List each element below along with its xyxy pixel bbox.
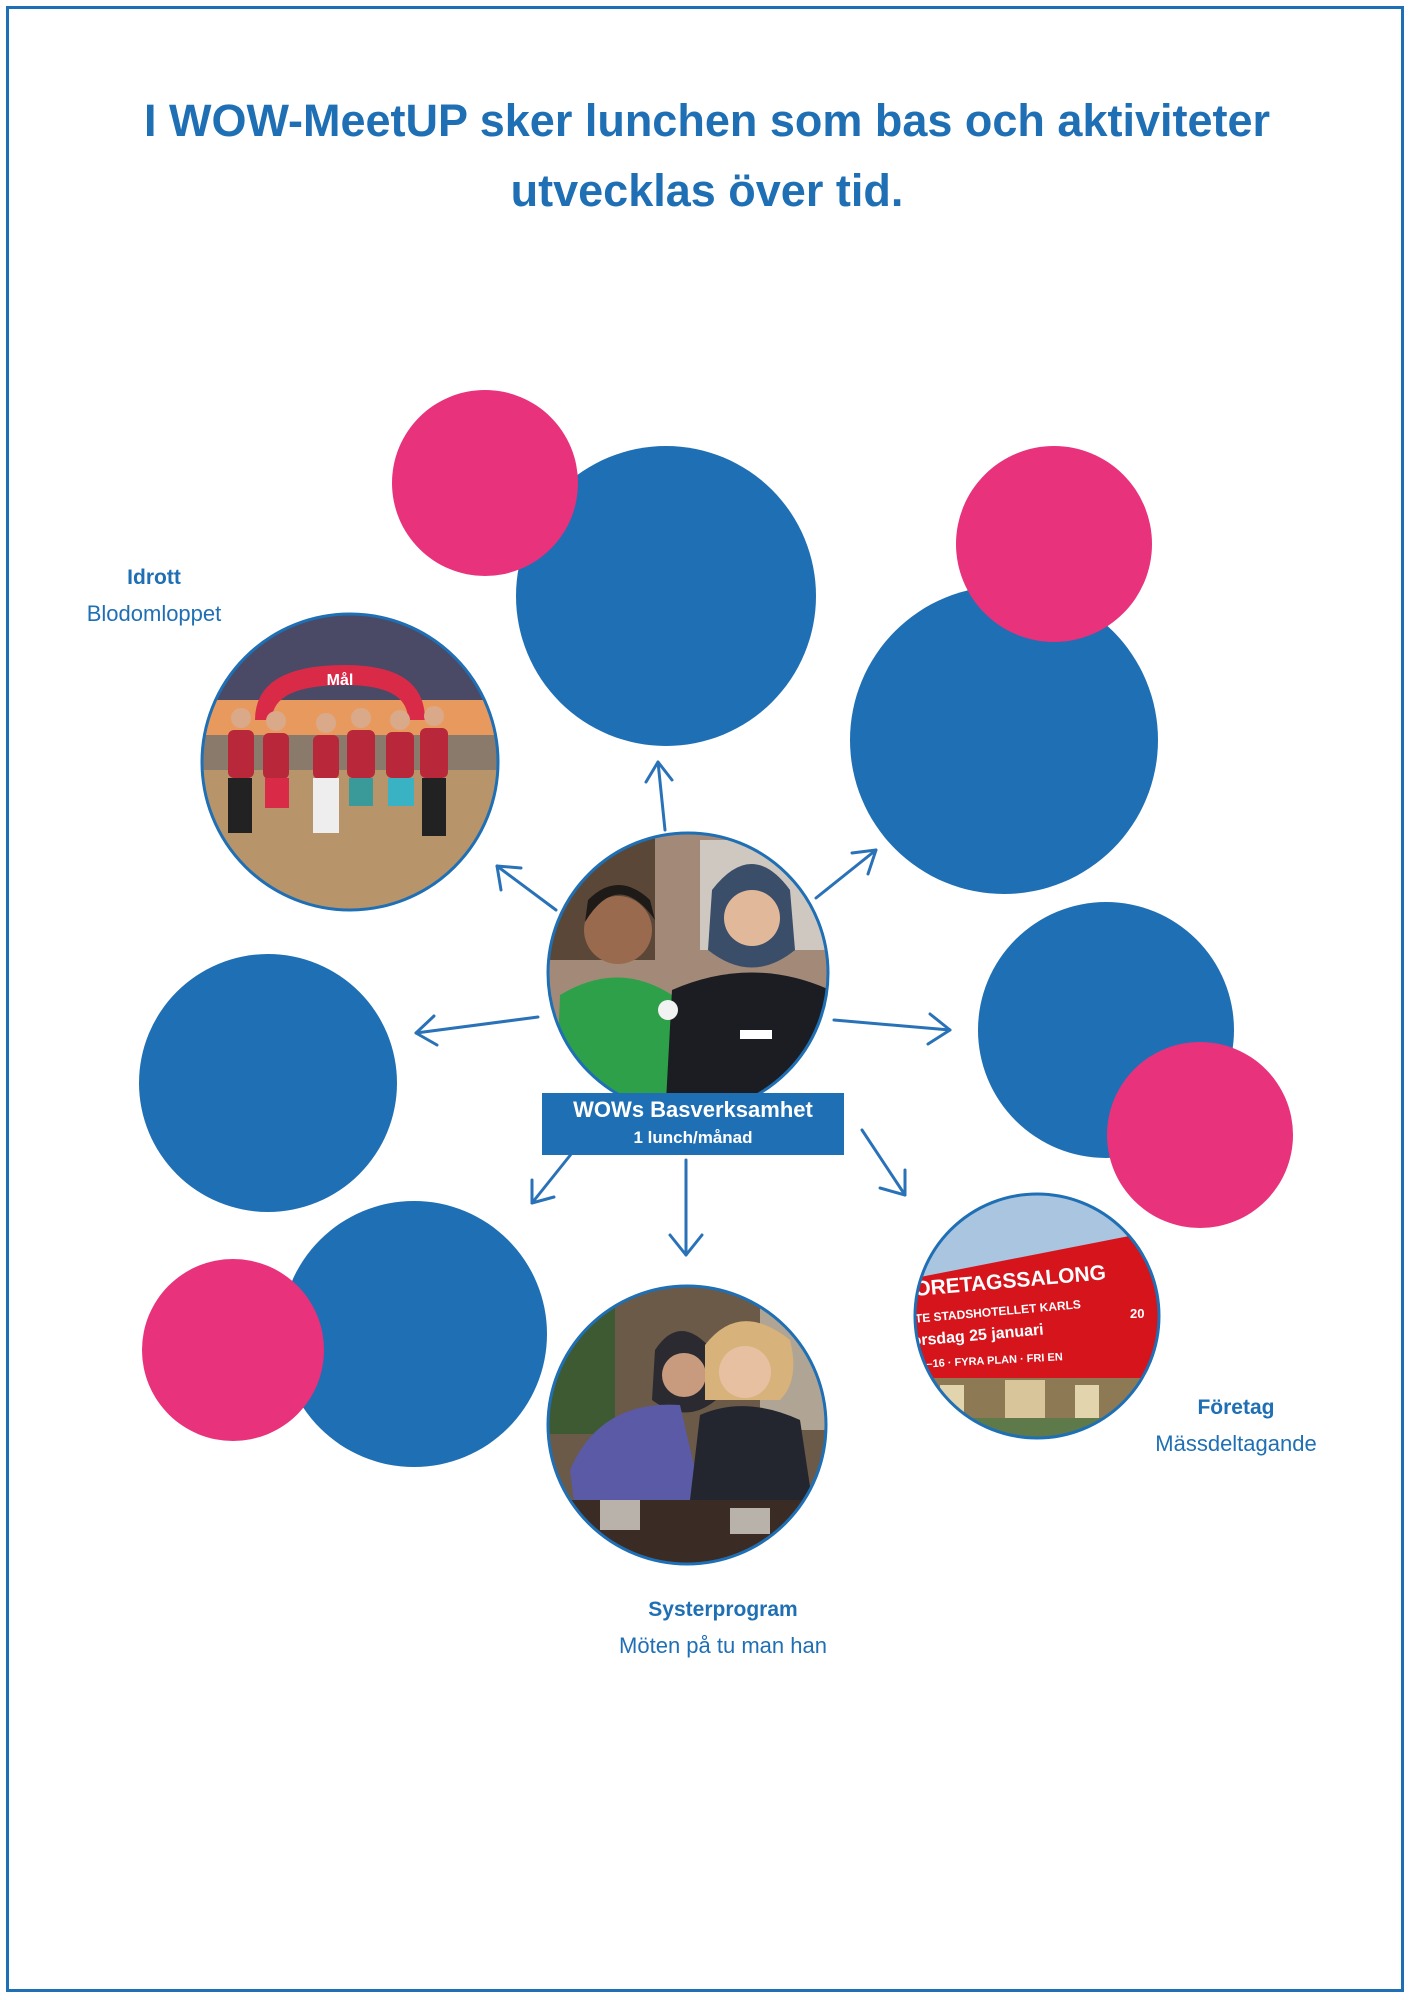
trade-fair-photo: ORETAGSSALONG ITE STADSHOTELLET KARLS 20… <box>913 1192 1161 1440</box>
label-idrott: Idrott Blodomloppet <box>4 560 304 632</box>
label-foretag: Företag Mässdeltagande <box>1086 1390 1386 1462</box>
arrow-left <box>414 1014 540 1047</box>
sports-race-photo: Mål <box>200 612 500 912</box>
arrow-down <box>668 1158 704 1257</box>
title-line-2: utvecklas över tid. <box>510 165 904 216</box>
lunch-group-photo <box>546 831 830 1115</box>
arrow-up-left <box>495 864 558 912</box>
blue-circle-left <box>139 954 397 1212</box>
center-label-box: WOWs Basverksamhet 1 lunch/månad <box>542 1093 844 1155</box>
arrow-right <box>832 1012 952 1046</box>
center-subheading: 1 lunch/månad <box>633 1128 753 1147</box>
label-systerprogram: Systerprogram Möten på tu man han <box>573 1592 873 1664</box>
label-idrott-sub: Blodomloppet <box>86 601 222 626</box>
label-systerprogram-heading: Systerprogram <box>648 1598 798 1621</box>
page-frame <box>6 6 1404 1992</box>
arrow-up-right <box>814 848 878 900</box>
pink-circle-right <box>1107 1042 1293 1228</box>
center-heading: WOWs Basverksamhet <box>573 1097 813 1122</box>
blue-circle-top-right <box>850 586 1158 894</box>
title-line-1: I WOW-MeetUP sker lunchen som bas och ak… <box>143 95 1271 146</box>
connector-arrows <box>414 760 952 1257</box>
label-foretag-sub: Mässdeltagande <box>1155 1431 1317 1456</box>
arrow-down-right <box>860 1128 907 1197</box>
blue-circle-top <box>516 446 816 746</box>
label-idrott-heading: Idrott <box>127 566 181 589</box>
sister-meeting-photo <box>546 1284 828 1566</box>
finish-arch-text: Mål <box>327 671 354 689</box>
label-foretag-heading: Företag <box>1197 1396 1275 1419</box>
pink-circle-bottom-left <box>142 1259 324 1441</box>
page-title: I WOW-MeetUP sker lunchen som bas och ak… <box>90 86 1324 226</box>
arrow-up <box>644 760 674 832</box>
pink-circle-top <box>392 390 578 576</box>
label-systerprogram-sub: Möten på tu man han <box>619 1633 827 1658</box>
pink-circle-top-right <box>956 446 1152 642</box>
blue-circle-bottom-left <box>281 1201 547 1467</box>
arrow-down-left <box>530 1151 574 1205</box>
sign-year: 20 <box>1130 1306 1144 1321</box>
